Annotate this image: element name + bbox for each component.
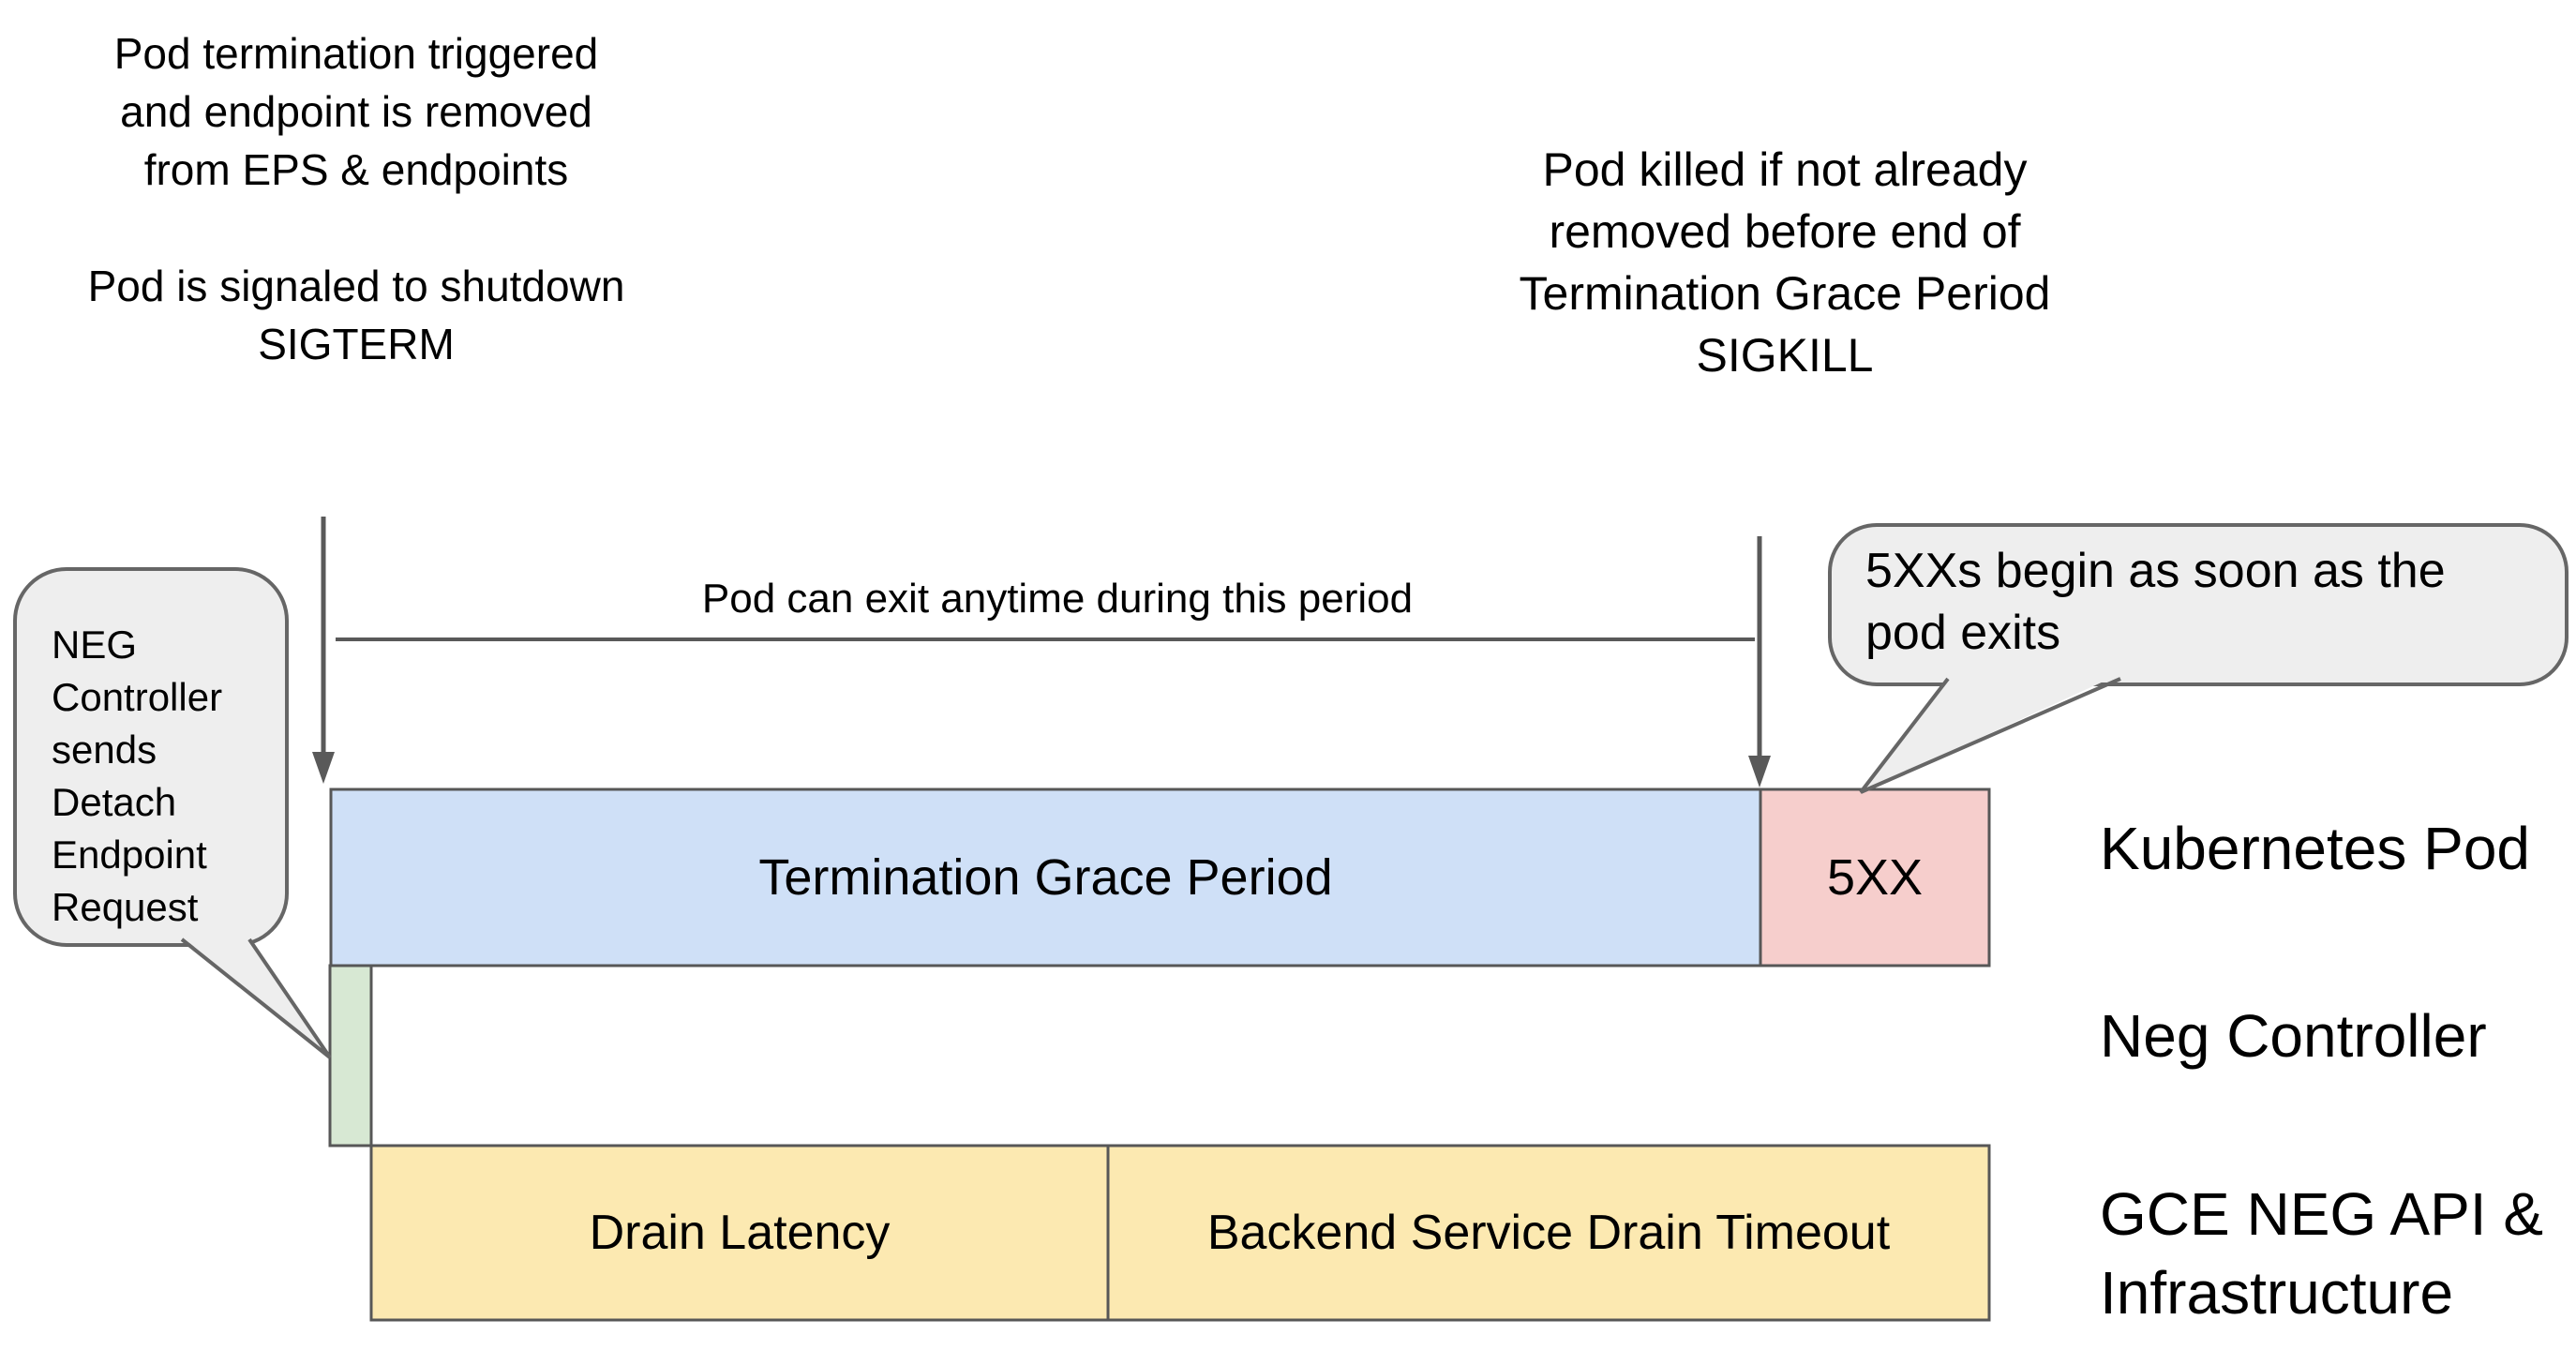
pod-exit-callout-line: pod exits — [1865, 606, 2061, 660]
error-5xx-bar — [1759, 788, 1991, 968]
neg-callout-line: Endpoint — [52, 832, 207, 877]
exit-period-label: Pod can exit anytime during this period — [701, 576, 1414, 622]
neg-callout-text: NEG Controller sends Detach Endpoint Req… — [52, 619, 222, 934]
sigkill-arrow-head-icon — [1748, 756, 1771, 788]
neg-callout-bubble — [13, 567, 289, 947]
drain-bar — [369, 1144, 1991, 1322]
detach-request-bar — [328, 964, 373, 1148]
sigterm-note-line: and endpoint is removed — [120, 87, 592, 136]
neg-callout-line: Request — [52, 885, 199, 929]
row-label-neg-controller: Neg Controller — [2100, 1002, 2487, 1070]
sigterm-note: Pod termination triggered and endpoint i… — [37, 24, 675, 373]
neg-callout-line: NEG — [52, 622, 138, 667]
neg-callout-line: Controller — [52, 675, 223, 719]
error-5xx-label: 5XX — [1826, 849, 1924, 906]
sigkill-note-line: Pod killed if not already — [1542, 143, 2028, 196]
sigterm-note-line: Pod is signaled to shutdown — [87, 262, 625, 310]
pod-exit-callout-tail-outline — [1859, 677, 2121, 794]
neg-callout-line: sends — [52, 728, 157, 772]
sigkill-note-line: removed before end of — [1549, 205, 2021, 258]
row-label-kubernetes-pod: Kubernetes Pod — [2100, 815, 2530, 882]
termination-grace-period-bar — [329, 788, 1762, 968]
pod-exit-callout-line: 5XXs begin as soon as the — [1865, 544, 2446, 598]
sigkill-note-line: SIGKILL — [1696, 329, 1874, 382]
sigkill-note-line: Termination Grace Period — [1519, 267, 2051, 320]
sigkill-note: Pod killed if not already removed before… — [1462, 139, 2107, 386]
row-label-gce-line1: GCE NEG API & — [2100, 1180, 2544, 1248]
neg-callout-tail-outline — [180, 938, 332, 1059]
drain-latency-label: Drain Latency — [589, 1206, 891, 1260]
row-label-gce-line2: Infrastructure — [2100, 1259, 2454, 1327]
backend-drain-timeout-label: Backend Service Drain Timeout — [1206, 1206, 1891, 1260]
pod-exit-callout-bubble — [1828, 523, 2569, 686]
sigterm-arrow-head-icon — [312, 752, 335, 784]
sigterm-note-line: from EPS & endpoints — [143, 145, 569, 194]
pod-exit-callout-text: 5XXs begin as soon as the pod exits — [1865, 540, 2446, 664]
sigterm-note-line: SIGTERM — [258, 320, 455, 368]
termination-grace-period-label: Termination Grace Period — [758, 849, 1333, 906]
neg-callout-line: Detach — [52, 780, 177, 824]
sigterm-note-line: Pod termination triggered — [113, 29, 599, 78]
